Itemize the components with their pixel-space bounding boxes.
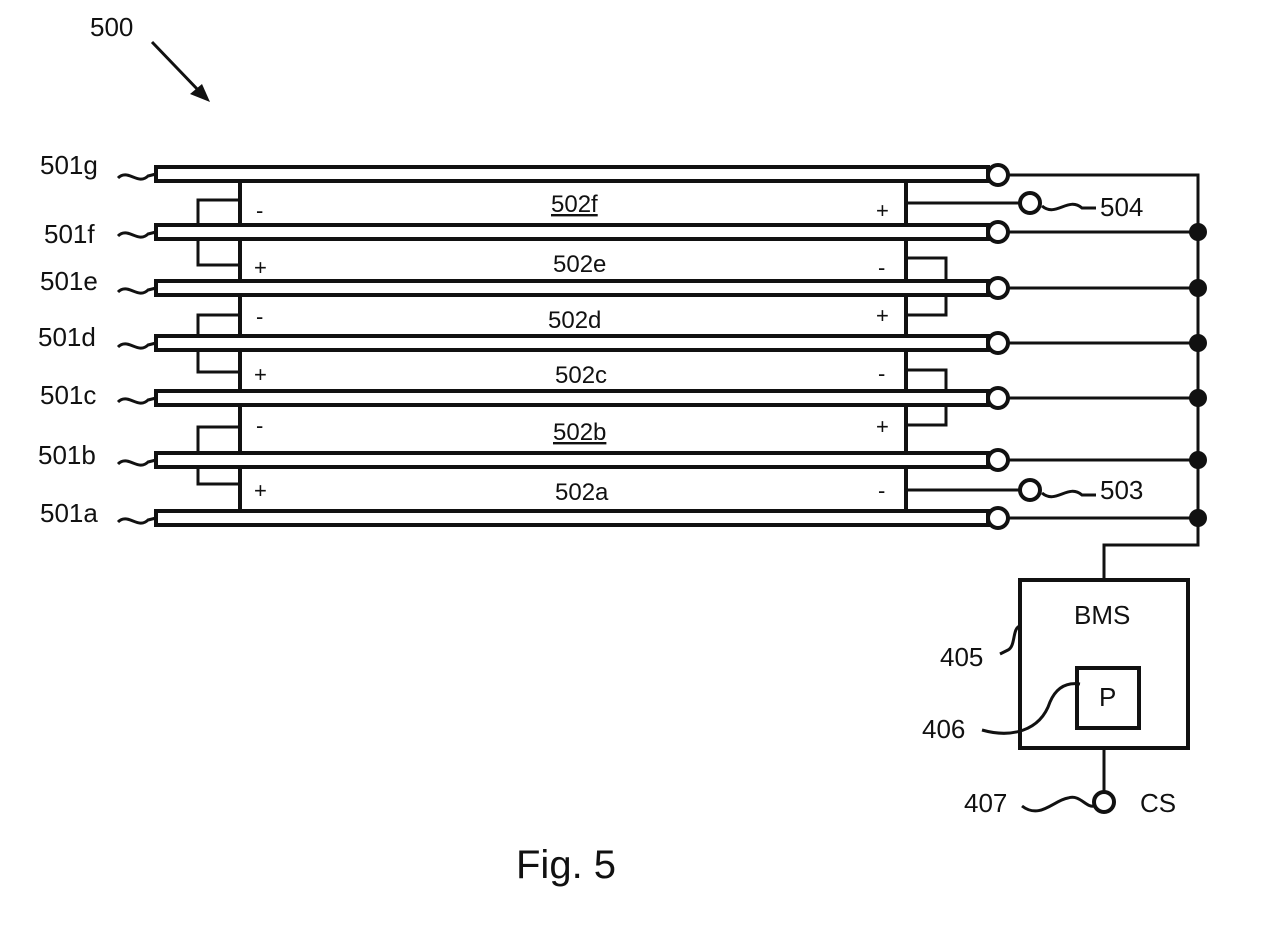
terminal-503-label: 503 — [1100, 475, 1143, 505]
cell-502c: + 502c - — [254, 361, 885, 389]
plate-501d: 501d — [38, 322, 1008, 353]
cell-label: 502b — [553, 419, 606, 446]
cell-left-sign: - — [256, 198, 263, 223]
figure-caption: Fig. 5 — [516, 843, 616, 887]
cell-label: 502e — [553, 251, 606, 278]
cell-502a: + 502a - — [254, 478, 885, 506]
cell-label: 502a — [555, 479, 609, 506]
bus-wires — [1008, 175, 1198, 580]
cell-right-sign: + — [876, 303, 889, 328]
processor-label: P — [1099, 682, 1116, 712]
cell-right-sign: + — [876, 414, 889, 439]
cell-label: 502d — [548, 307, 601, 334]
plate-501a: 501a — [40, 498, 1008, 528]
bms-output-leader — [1022, 797, 1094, 811]
plate-label: 501d — [38, 322, 96, 352]
plate-label: 501e — [40, 266, 98, 296]
cell-label: 502f — [551, 191, 598, 218]
cell-502f: - 502f + — [256, 191, 889, 223]
terminal-503: 503 — [1020, 475, 1143, 505]
cell-502e: + 502e - — [254, 251, 885, 280]
bms-output-label: CS — [1140, 788, 1176, 818]
plate-501b: 501b — [38, 440, 1008, 470]
plate-501e: 501e — [40, 266, 1008, 298]
cell-right-sign: + — [876, 198, 889, 223]
cell-right-sign: - — [878, 478, 885, 503]
plate-501f: 501f — [44, 219, 1008, 249]
plate-501g: 501g — [40, 150, 1008, 185]
cell-label: 502c — [555, 362, 607, 389]
bms-output-terminal — [1094, 792, 1114, 812]
plate-501c: 501c — [40, 380, 1008, 410]
cell-502d: - 502d + — [256, 303, 889, 334]
cell-left-sign: + — [254, 362, 267, 387]
plate-label: 501b — [38, 440, 96, 470]
cell-right-sign: - — [878, 255, 885, 280]
plate-label: 501a — [40, 498, 98, 528]
figure-ref-arrow — [152, 42, 210, 102]
plate-label: 501c — [40, 380, 96, 410]
plate-label: 501f — [44, 219, 95, 249]
bms-block: BMS 405 P 406 407 CS — [922, 580, 1188, 818]
plate-label: 501g — [40, 150, 98, 180]
cell-right-sign: - — [878, 361, 885, 386]
bms-ref-label: 405 — [940, 642, 983, 672]
bms-label: BMS — [1074, 600, 1130, 630]
figure-ref-label: 500 — [90, 12, 133, 42]
bms-output-ref-label: 407 — [964, 788, 1007, 818]
processor-ref-label: 406 — [922, 714, 965, 744]
cell-left-sign: + — [254, 255, 267, 280]
cell-left-sign: + — [254, 478, 267, 503]
terminal-504: 504 — [1020, 192, 1143, 222]
cell-502b: - 502b + — [256, 413, 889, 446]
terminal-504-label: 504 — [1100, 192, 1143, 222]
bms-leader — [1000, 626, 1020, 654]
cell-left-sign: - — [256, 304, 263, 329]
cell-left-sign: - — [256, 413, 263, 438]
